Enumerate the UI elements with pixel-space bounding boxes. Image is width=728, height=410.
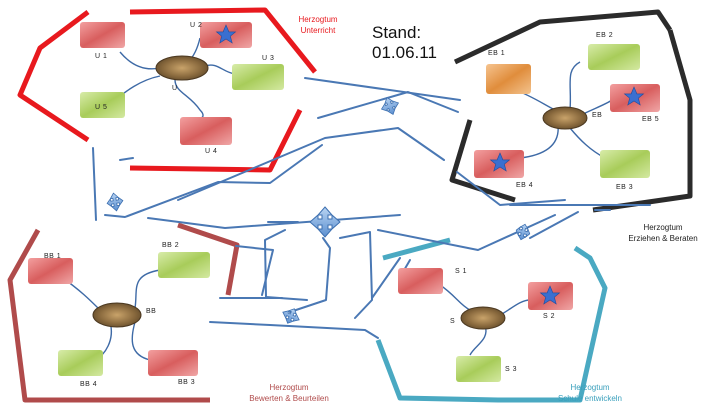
label-eb: EB bbox=[592, 112, 603, 119]
label-s3: S 3 bbox=[505, 366, 518, 373]
label-u2: U 2 bbox=[190, 22, 203, 29]
star-icon bbox=[215, 24, 237, 44]
nest-bb[interactable] bbox=[92, 302, 142, 328]
tile-s1[interactable] bbox=[398, 268, 443, 294]
nest-u[interactable] bbox=[155, 55, 209, 81]
tile-bb3[interactable] bbox=[148, 350, 198, 376]
label-u: U bbox=[172, 85, 178, 92]
border-unterricht bbox=[17, 10, 90, 143]
tile-bb2[interactable] bbox=[158, 252, 210, 278]
tile-eb2[interactable] bbox=[588, 44, 640, 70]
border-erziehen-right bbox=[592, 29, 693, 213]
region-title-line2: Erziehen & Beraten bbox=[628, 234, 698, 243]
label-u5: U 5 bbox=[95, 104, 108, 111]
region-title-bewerten: Herzogtum Bewerten & Beurteilen bbox=[244, 382, 334, 404]
tile-bb4[interactable] bbox=[58, 350, 103, 376]
arrow-left-vertical[interactable] bbox=[106, 192, 125, 213]
region-title-line1: Herzogtum bbox=[570, 383, 610, 392]
label-eb2: EB 2 bbox=[596, 32, 614, 39]
region-title-line2: Unterricht bbox=[300, 26, 336, 35]
label-s2: S 2 bbox=[543, 313, 556, 320]
label-u3: U 3 bbox=[262, 55, 275, 62]
label-u1: U 1 bbox=[95, 53, 108, 60]
label-s: S bbox=[450, 318, 456, 325]
border-schule bbox=[375, 245, 608, 403]
border-erziehen-left bbox=[449, 119, 516, 203]
label-bb1: BB 1 bbox=[44, 253, 62, 260]
tile-u5[interactable] bbox=[80, 92, 125, 118]
label-bb2: BB 2 bbox=[162, 242, 180, 249]
arrow-cross-top[interactable] bbox=[378, 94, 401, 117]
region-title-line1: Herzogtum bbox=[269, 383, 309, 392]
roads bbox=[92, 77, 651, 339]
border-unterricht-bottom bbox=[129, 108, 303, 173]
arrow-right[interactable] bbox=[514, 222, 532, 241]
tile-eb1[interactable] bbox=[486, 64, 531, 94]
tile-u4[interactable] bbox=[180, 117, 232, 145]
arrow-bottom[interactable] bbox=[279, 305, 302, 327]
label-bb3: BB 3 bbox=[178, 379, 196, 386]
border-erziehen bbox=[453, 9, 673, 65]
region-title-line2: Bewerten & Beurteilen bbox=[249, 394, 329, 403]
tile-bb1[interactable] bbox=[28, 258, 73, 284]
label-eb1: EB 1 bbox=[488, 50, 506, 57]
region-title-line1: Herzogtum bbox=[298, 15, 338, 24]
tile-u3[interactable] bbox=[232, 64, 284, 90]
label-s1: S 1 bbox=[455, 268, 468, 275]
nest-eb[interactable] bbox=[542, 106, 588, 130]
stand-date: 01.06.11 bbox=[372, 43, 437, 62]
label-u4: U 4 bbox=[205, 148, 218, 155]
tile-u1[interactable] bbox=[80, 22, 125, 48]
star-icon bbox=[623, 86, 645, 106]
label-bb4: BB 4 bbox=[80, 381, 98, 388]
tile-s3[interactable] bbox=[456, 356, 501, 382]
star-icon bbox=[539, 285, 561, 305]
region-title-erziehen: Herzogtum Erziehen & Beraten bbox=[615, 222, 711, 244]
region-title-line2: Schule entwickeln bbox=[557, 394, 623, 403]
region-title-line1: Herzogtum bbox=[643, 223, 683, 232]
region-title-schule: Herzogtum Schule entwickeln bbox=[550, 382, 630, 404]
label-eb3: EB 3 bbox=[616, 184, 634, 191]
nest-s[interactable] bbox=[460, 306, 506, 330]
tile-eb3[interactable] bbox=[600, 150, 650, 178]
border-unterricht-top bbox=[129, 7, 317, 74]
star-icon bbox=[489, 152, 511, 172]
border-bewerten-right bbox=[177, 222, 240, 296]
label-eb4: EB 4 bbox=[516, 182, 534, 189]
border-bewerten bbox=[7, 228, 210, 403]
arrow-cross-center[interactable] bbox=[309, 206, 341, 238]
label-eb5: EB 5 bbox=[642, 116, 660, 123]
stand-label: Stand: bbox=[372, 23, 422, 42]
region-title-unterricht: Herzogtum Unterricht bbox=[288, 14, 348, 36]
label-bb: BB bbox=[146, 308, 157, 315]
